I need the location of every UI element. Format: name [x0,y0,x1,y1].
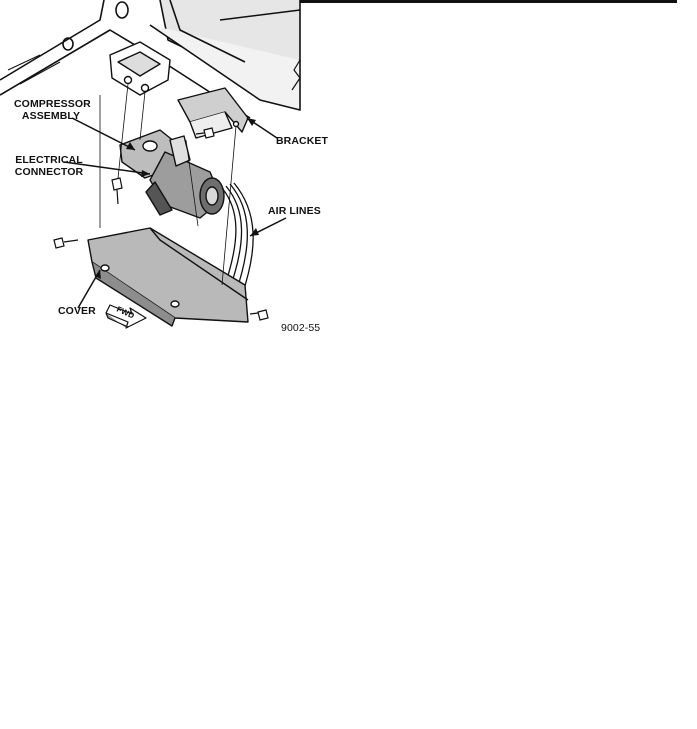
leader-arrowheads [95,118,259,279]
figure-number: 9002-55 [281,322,321,334]
compressor-installation-diagram [0,0,301,329]
frame-mount [109,41,171,96]
label-air-lines: AIR LINES [268,205,321,217]
label-compressor-assembly-line2: ASSEMBLY [21,110,81,122]
cover-part [87,227,249,327]
label-electrical-connector-line1: ELECTRICAL [15,154,83,166]
compressor-body [119,129,225,219]
header-rule [256,0,677,3]
label-compressor-assembly-line1: COMPRESSOR [14,98,91,110]
label-bracket: BRACKET [276,135,329,147]
label-cover: COVER [58,305,96,317]
bolts [53,127,269,321]
alignment-lines [99,83,237,286]
bracket-part [177,87,249,139]
label-electrical-connector: ELECTRICAL CONNECTOR [14,154,84,178]
label-electrical-connector-line2: CONNECTOR [14,166,84,178]
vehicle-frame [0,0,301,119]
fwd-arrow-icon [105,304,147,329]
label-compressor-assembly: COMPRESSOR ASSEMBLY [14,98,91,122]
